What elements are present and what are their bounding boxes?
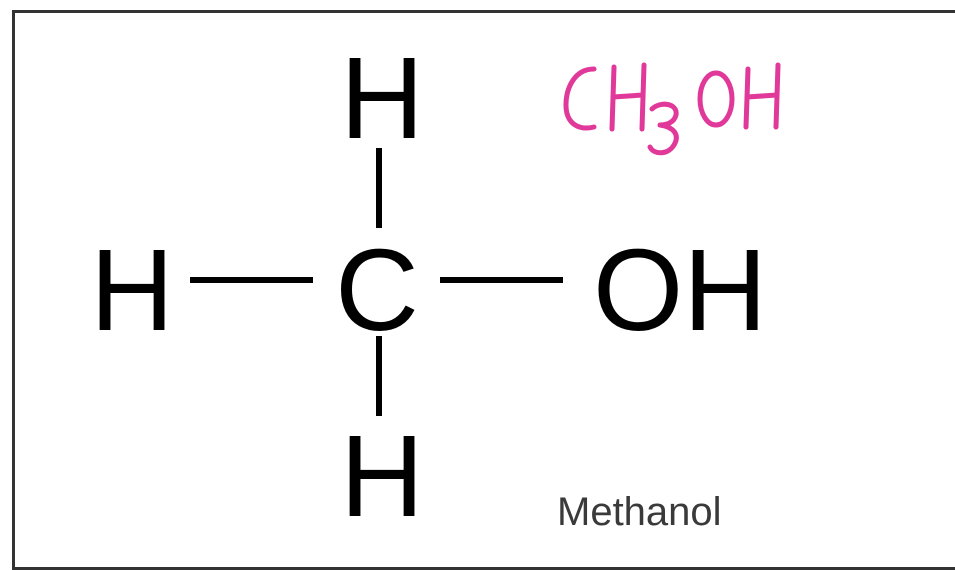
atom-hydrogen-left: H xyxy=(90,225,174,355)
bond-c-h-left xyxy=(190,277,313,283)
molecule-name-label: Methanol xyxy=(557,490,722,534)
atom-hydroxyl-group: OH xyxy=(593,225,767,355)
bond-c-h-bottom xyxy=(376,336,382,416)
handwritten-formula: CH3OH xyxy=(560,55,790,165)
bond-c-o xyxy=(440,277,563,283)
atom-hydrogen-top: H xyxy=(340,33,424,163)
bond-c-h-top xyxy=(376,148,382,228)
handwritten-formula-drawing xyxy=(563,62,781,156)
diagram-frame xyxy=(12,10,955,570)
atom-carbon: C xyxy=(335,225,419,355)
atom-hydrogen-bottom: H xyxy=(340,411,424,541)
